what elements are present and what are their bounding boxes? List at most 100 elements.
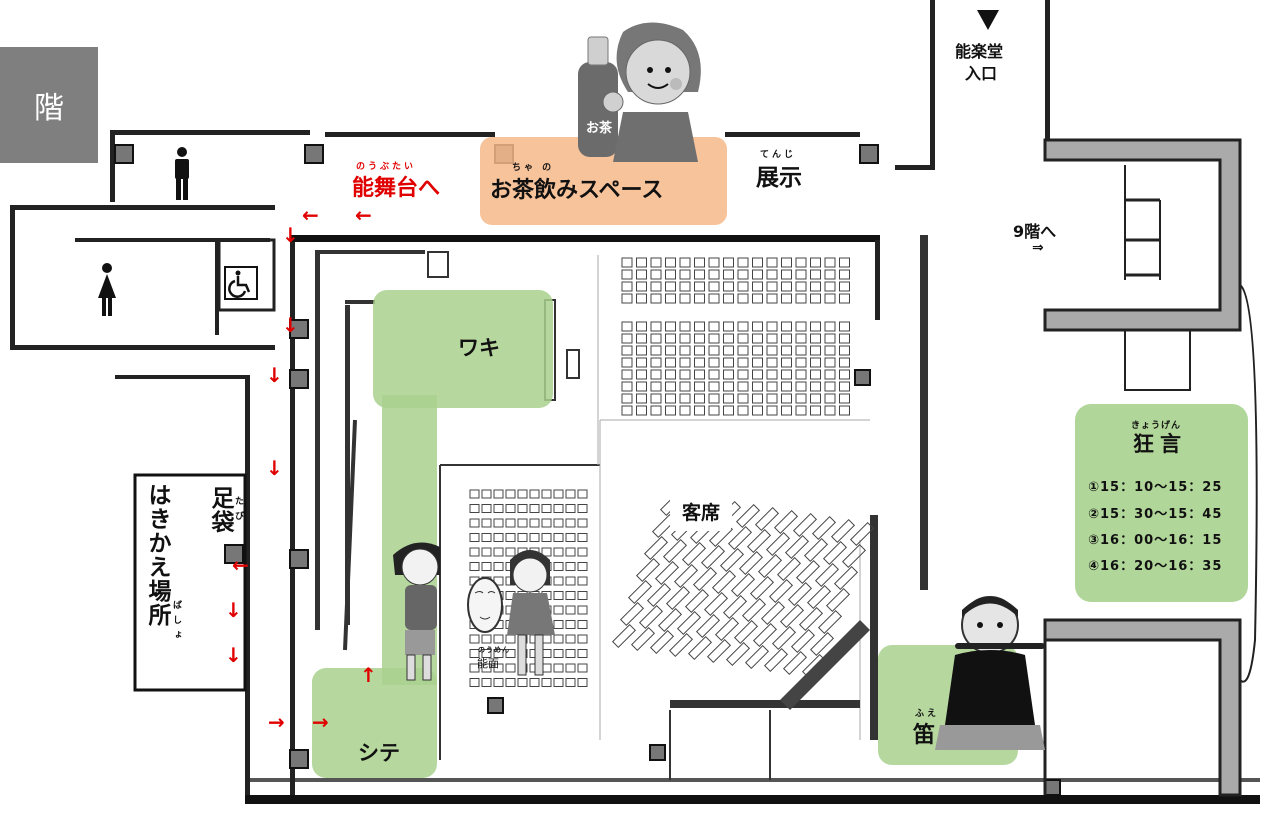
seat xyxy=(841,543,867,569)
seat xyxy=(481,489,492,499)
seat xyxy=(553,649,564,658)
seat xyxy=(493,678,504,687)
seat xyxy=(665,393,676,404)
seat xyxy=(708,333,720,344)
kyogen-time-1: ①15：10〜15：25 xyxy=(1088,480,1223,495)
seat xyxy=(611,623,637,649)
seat xyxy=(746,528,772,554)
seat xyxy=(493,489,504,499)
seat xyxy=(694,381,705,392)
seat xyxy=(621,393,633,404)
seat xyxy=(814,562,840,588)
seat xyxy=(801,653,827,679)
seat xyxy=(553,634,564,644)
seat xyxy=(577,663,588,673)
exhibition-label: 展示 xyxy=(756,165,802,191)
seat xyxy=(795,357,807,368)
seat xyxy=(803,537,829,563)
seat xyxy=(809,631,835,657)
seat xyxy=(771,625,797,651)
seat xyxy=(727,525,753,551)
seat xyxy=(654,560,680,586)
tenji-ruby: てんじ xyxy=(760,150,797,160)
seat xyxy=(665,269,676,280)
seat xyxy=(738,550,764,576)
seat xyxy=(481,634,492,644)
seat xyxy=(824,381,836,392)
seat xyxy=(839,257,850,268)
seat xyxy=(565,591,576,600)
route-arrow-down: ↓ xyxy=(266,363,283,387)
seat xyxy=(481,547,492,557)
seat xyxy=(505,663,516,673)
nomen-ruby: のうめん xyxy=(478,646,510,654)
waki-zone xyxy=(373,290,553,408)
seat xyxy=(529,533,540,542)
seat xyxy=(577,547,588,557)
seat xyxy=(650,405,662,416)
seat xyxy=(824,321,836,332)
seat xyxy=(679,269,691,280)
seat xyxy=(673,563,699,589)
seat xyxy=(565,489,576,499)
seat xyxy=(708,381,720,392)
seat xyxy=(766,293,778,304)
seat xyxy=(824,345,836,356)
seat xyxy=(621,405,633,416)
to-9th-floor-arrow: ⇒ xyxy=(1032,240,1044,256)
seat xyxy=(766,345,778,356)
seat xyxy=(650,269,662,280)
seat xyxy=(679,345,691,356)
seat xyxy=(529,518,540,528)
seat xyxy=(723,333,734,344)
seat xyxy=(636,269,647,280)
route-arrow-down: ↓ xyxy=(282,223,299,247)
seat xyxy=(665,357,676,368)
seat xyxy=(679,333,691,344)
seat xyxy=(752,393,763,404)
seat xyxy=(810,281,821,292)
seat xyxy=(752,257,763,268)
seat xyxy=(810,405,821,416)
seat xyxy=(752,333,763,344)
seat xyxy=(621,369,633,380)
seat xyxy=(577,591,588,600)
seat xyxy=(469,678,480,687)
seat xyxy=(795,257,807,268)
seat xyxy=(741,597,767,623)
seat xyxy=(737,405,749,416)
seat xyxy=(757,553,783,579)
seat xyxy=(795,333,807,344)
kyogen-time-2: ②15：30〜15：45 xyxy=(1088,507,1223,522)
seat xyxy=(723,293,734,304)
seat xyxy=(469,547,480,557)
seat xyxy=(636,281,647,292)
seat xyxy=(643,535,669,561)
seat xyxy=(541,533,552,542)
seat xyxy=(681,541,707,567)
seat xyxy=(839,369,850,380)
female-toilet-icon xyxy=(98,263,116,316)
tabi-label: 足袋 xyxy=(207,486,233,534)
seat xyxy=(839,393,850,404)
seat xyxy=(766,381,778,392)
seat xyxy=(787,581,813,607)
seat xyxy=(737,257,749,268)
seat xyxy=(737,269,749,280)
seat xyxy=(694,257,705,268)
seat xyxy=(481,533,492,542)
seat xyxy=(810,357,821,368)
seat xyxy=(810,369,821,380)
seat xyxy=(795,269,807,280)
seat xyxy=(665,345,676,356)
seat xyxy=(765,531,791,557)
seat xyxy=(781,269,792,280)
seat xyxy=(493,547,504,557)
floor-tab[interactable]: 階 xyxy=(0,47,98,163)
seat xyxy=(810,333,821,344)
seat xyxy=(636,293,647,304)
seat xyxy=(833,565,859,591)
seat xyxy=(779,603,805,629)
seat xyxy=(649,629,675,655)
seat xyxy=(517,504,528,513)
